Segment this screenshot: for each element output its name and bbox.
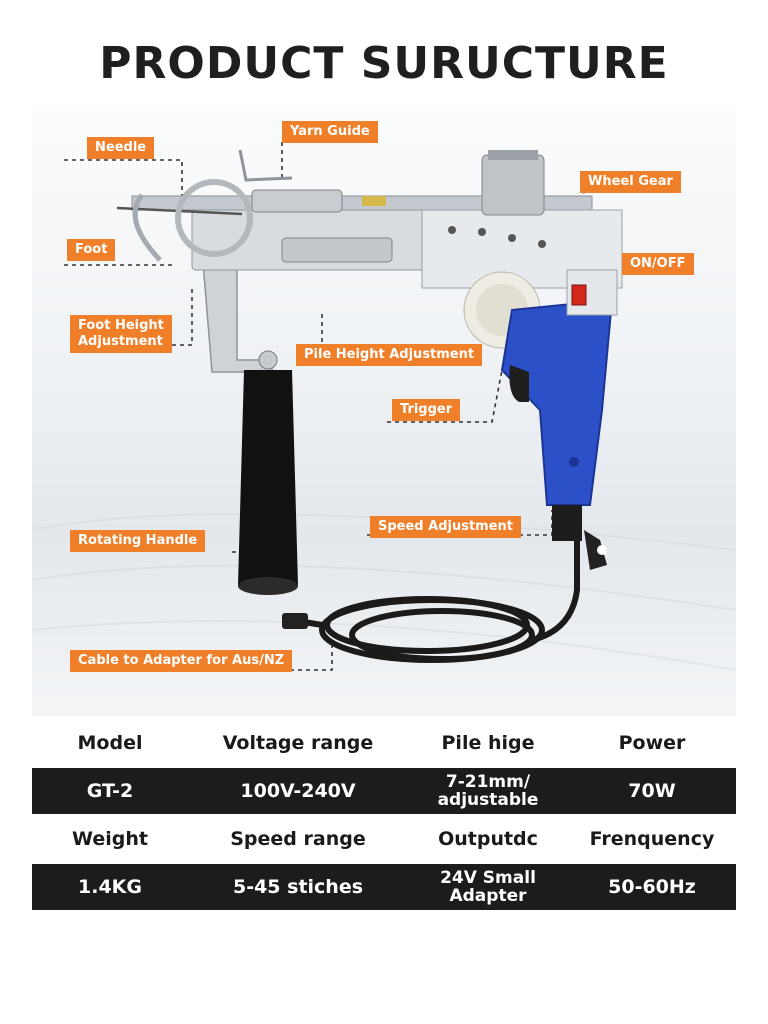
spec-header-model: Model <box>77 732 143 754</box>
spec-row-header-1: Model Voltage range Pile hige Power <box>32 720 736 766</box>
spec-value-power: 70W <box>628 780 676 802</box>
label-foot-height-adjustment: Foot Height Adjustment <box>70 315 172 353</box>
spec-header-output: Outputdc <box>438 828 538 850</box>
spec-value-voltage: 100V-240V <box>240 780 356 802</box>
spec-header-power: Power <box>618 732 686 754</box>
spec-value-weight: 1.4KG <box>78 876 142 898</box>
trigger <box>509 365 529 402</box>
spec-header-frequency: Frenquency <box>589 828 715 850</box>
rotating-handle <box>201 249 298 595</box>
cable-plug <box>282 613 308 629</box>
spec-value-model: GT-2 <box>86 780 134 802</box>
tufting-gun-illustration <box>32 142 736 671</box>
label-cable: Cable to Adapter for Aus/NZ <box>70 650 293 672</box>
page-title: PRODUCT SURUCTURE <box>99 38 669 89</box>
label-pile-height-adjustment: Pile Height Adjustment <box>296 344 483 366</box>
label-rotating-handle: Rotating Handle <box>70 530 206 552</box>
spec-value-speed: 5-45 stiches <box>232 876 364 898</box>
spec-header-speed: Speed range <box>230 828 366 850</box>
on-off-switch <box>571 284 587 306</box>
spec-header-weight: Weight <box>72 828 148 850</box>
spec-header-voltage: Voltage range <box>222 732 374 754</box>
label-needle: Needle <box>87 137 155 159</box>
cable-coil <box>291 540 580 663</box>
blue-grip <box>500 269 618 570</box>
spec-row-values-1: GT-2 100V-240V 7-21mm/ adjustable 70W <box>32 768 736 814</box>
spec-header-pile: Pile hige <box>441 732 535 754</box>
spec-row-header-2: Weight Speed range Outputdc Frenquency <box>32 816 736 862</box>
label-yarn-guide: Yarn Guide <box>282 121 378 143</box>
label-trigger: Trigger <box>392 399 461 421</box>
product-photo: Needle Yarn Guide Wheel Gear Foot ON/OFF… <box>32 110 736 716</box>
spec-value-output: 24V Small Adapter <box>440 868 536 906</box>
label-wheel-gear: Wheel Gear <box>580 171 681 193</box>
spec-value-frequency: 50-60Hz <box>608 876 696 898</box>
label-speed-adjustment: Speed Adjustment <box>370 516 521 538</box>
label-foot: Foot <box>67 239 116 261</box>
spec-row-values-2: 1.4KG 5-45 stiches 24V Small Adapter 50-… <box>32 864 736 910</box>
speed-knob <box>584 530 607 570</box>
label-on-off: ON/OFF <box>622 253 694 275</box>
spec-value-pile: 7-21mm/ adjustable <box>437 772 539 810</box>
